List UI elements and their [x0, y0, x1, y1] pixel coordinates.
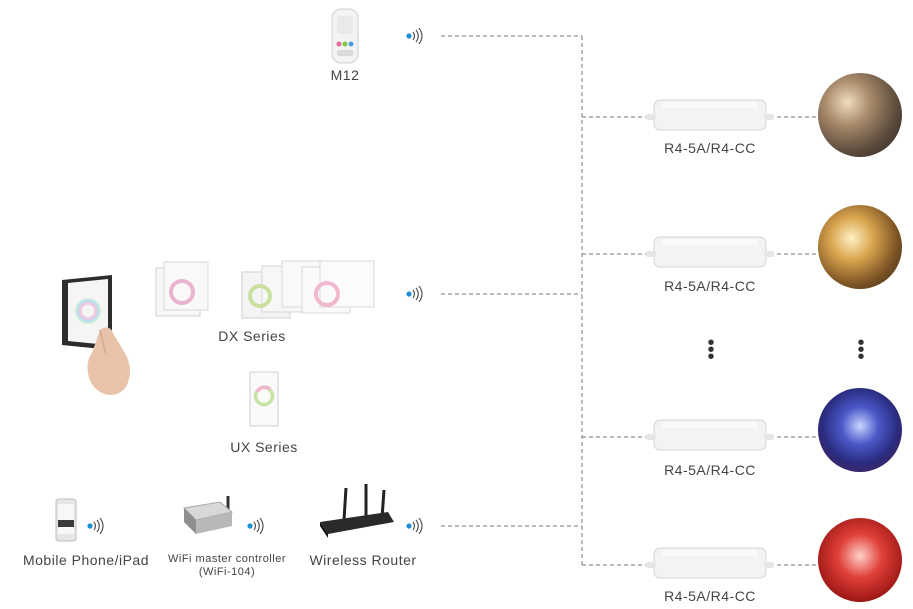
receiver-3-image: [646, 416, 774, 454]
receiver-4-image: [646, 544, 774, 582]
wireless-signal-icon: [406, 28, 423, 44]
wireless-router-label: Wireless Router: [309, 552, 417, 568]
vertical-ellipsis-icon: •••: [707, 332, 715, 368]
scene-photo-1: [818, 73, 902, 157]
m12-label: M12: [330, 67, 360, 83]
wifi-controller-label-line2: (WiFi-104): [198, 566, 256, 578]
receiver-2-image: [646, 233, 774, 271]
vertical-ellipsis-icon: •••: [857, 332, 865, 368]
wireless-signal-icon: [87, 518, 104, 534]
receiver-3-label: R4-5A/R4-CC: [664, 462, 756, 478]
wireless-signal-icon: [406, 518, 423, 534]
scene-photo-3: [818, 388, 902, 472]
wifi-controller-label-line1: WiFi master controller: [168, 553, 286, 565]
m12-remote-image: [329, 8, 361, 64]
wifi-controller-label: WiFi master controller (WiFi-104): [160, 553, 294, 579]
ux-series-label: UX Series: [230, 439, 298, 455]
wireless-signal-icon: [247, 518, 264, 534]
receiver-4-label: R4-5A/R4-CC: [664, 588, 756, 604]
scene-photo-4: [818, 518, 902, 602]
mobile-phone-label: Mobile Phone/iPad: [22, 552, 150, 568]
receiver-1-label: R4-5A/R4-CC: [664, 140, 756, 156]
ux-series-image: [248, 370, 280, 428]
wireless-signal-icon: [406, 286, 423, 302]
receiver-2-label: R4-5A/R4-CC: [664, 278, 756, 294]
wifi-controller-image: [180, 494, 238, 542]
scene-photo-2: [818, 205, 902, 289]
touch-panel-hand-image: [40, 275, 140, 400]
mobile-phone-image: [54, 498, 78, 542]
dx-series-label: DX Series: [218, 328, 286, 344]
receiver-1-image: [646, 96, 774, 134]
wireless-router-image: [316, 482, 396, 542]
dx-series-image: [152, 258, 377, 320]
